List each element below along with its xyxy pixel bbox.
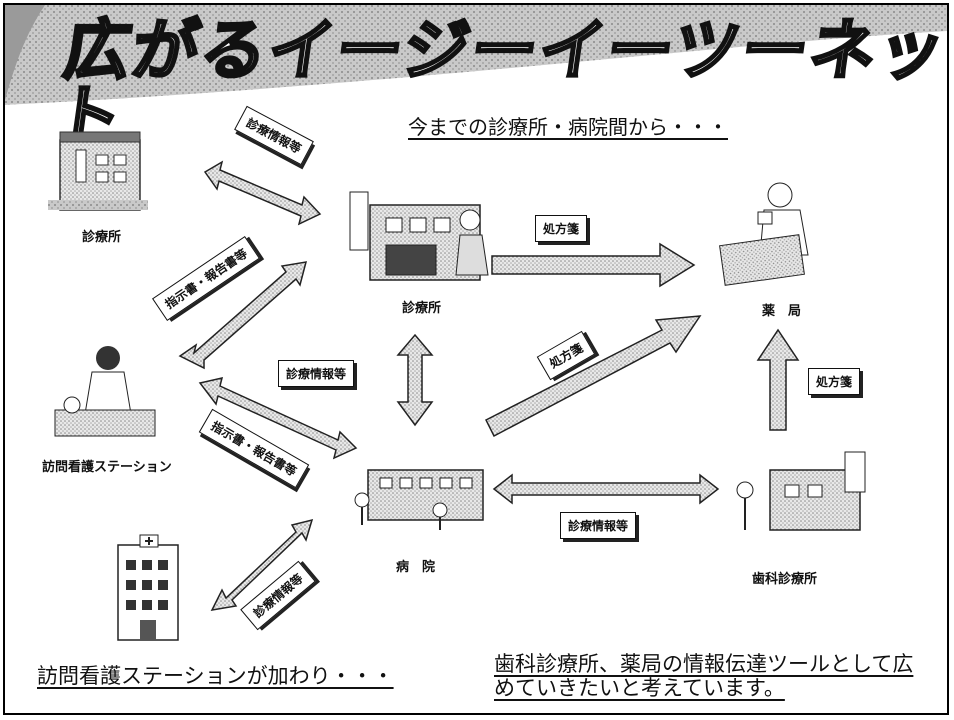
node-clinic-left-label: 診療所 — [82, 230, 122, 245]
tag-dental-pharmacy: 処方箋 — [808, 368, 861, 395]
nursing-station-icon — [54, 346, 156, 437]
node-hospital-label: 病 院 — [396, 560, 436, 575]
node-nursing-station-label: 訪問看護ステーション — [42, 460, 172, 475]
edge-nursing-clinic — [178, 261, 308, 370]
edge-dental-pharmacy — [756, 328, 800, 431]
tag-clinic-pharmacy: 処方箋 — [535, 215, 588, 242]
medical-building-icon — [117, 534, 179, 641]
node-pharmacy-label: 薬 局 — [762, 304, 802, 319]
edge-clinic-pharmacy — [491, 242, 696, 288]
title-banner — [5, 5, 947, 113]
future-heading: 歯科診療所、薬局の情報伝達ツールとして広めていきたいと考えています。 — [494, 652, 914, 701]
clinic-left-icon — [48, 131, 148, 211]
edge-building-hospital — [210, 518, 314, 611]
node-clinic-center-label: 診療所 — [402, 301, 442, 316]
dental-clinic-icon — [736, 451, 866, 531]
tag-hospital-dental: 診療情報等 — [560, 512, 637, 539]
hospital-icon — [354, 469, 484, 530]
intro-heading: 今までの診療所・病院間から・・・ — [408, 115, 728, 139]
slide-frame — [3, 3, 949, 715]
edge-nursing-hospital — [198, 376, 358, 460]
node-dental-clinic-label: 歯科診療所 — [752, 572, 818, 587]
edge-clinicleft-clinic — [203, 160, 322, 226]
clinic-center-icon — [349, 191, 489, 281]
edge-hospital-dental — [492, 473, 720, 505]
edge-clinic-hospital — [396, 333, 434, 427]
pharmacy-icon — [719, 182, 809, 286]
edge-hospital-pharmacy — [484, 315, 702, 438]
nursing-heading: 訪問看護ステーションが加わり・・・ — [37, 664, 394, 688]
tag-clinic-hospital: 診療情報等 — [278, 360, 355, 387]
